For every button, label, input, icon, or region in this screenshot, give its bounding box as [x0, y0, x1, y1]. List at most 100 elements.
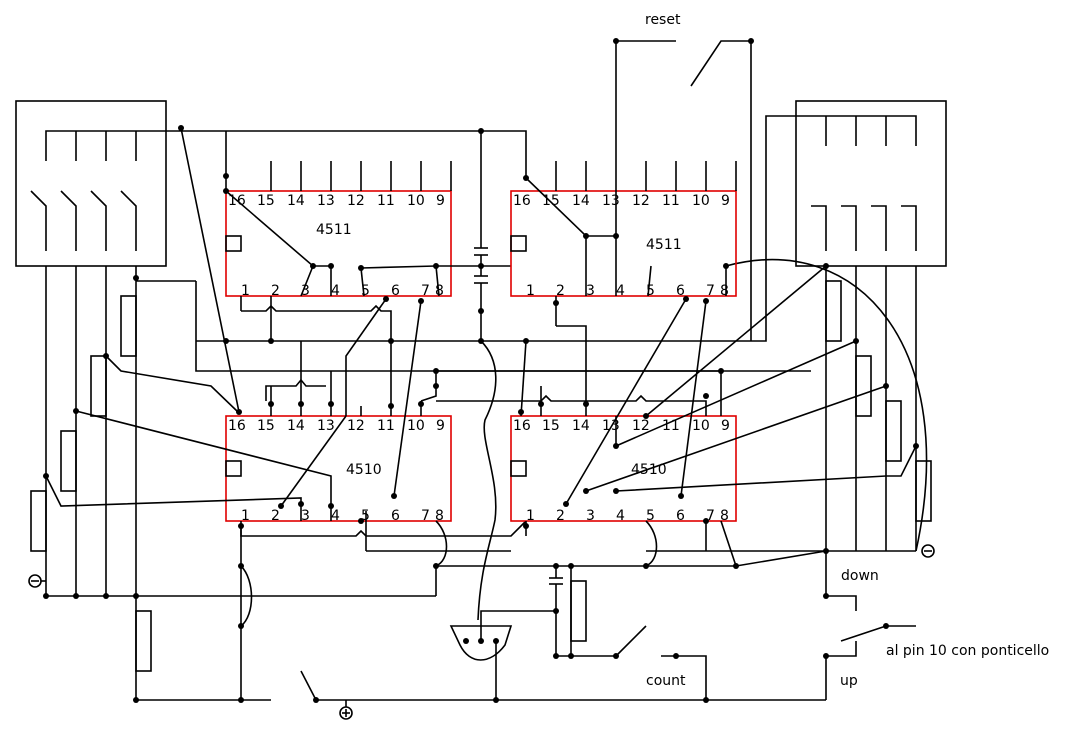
pin-label: 3 — [301, 508, 310, 524]
junction-dot — [388, 338, 394, 344]
pin-label: 1 — [526, 283, 535, 299]
pin-label: 7 — [706, 283, 715, 299]
pin-label: 12 — [347, 193, 365, 209]
pin-label: 3 — [586, 508, 595, 524]
junction-dot — [518, 409, 524, 415]
chip-4510-left: 4 5 10 16 15 14 13 12 11 10 9 1 2 3 4 5 6 … — [45, 127, 527, 700]
pin-label: 6 — [391, 283, 400, 299]
pin-label: 8 — [720, 283, 729, 299]
junction-dot — [178, 125, 184, 131]
junction-dot — [43, 593, 49, 599]
chip-part-label: 4511 — [646, 237, 682, 253]
junction-dot — [733, 563, 739, 569]
buzzer-connector — [449, 610, 556, 700]
junction-dot — [613, 443, 619, 449]
pin-label: 4 — [331, 283, 340, 299]
pin-label: 15 — [542, 418, 560, 434]
junction-dot — [358, 265, 364, 271]
pin-label: 4 — [331, 508, 340, 524]
pin-label: 5 — [646, 283, 655, 299]
junction-dot — [823, 593, 829, 599]
pin-label: 4 — [616, 283, 625, 299]
junction-dot — [298, 401, 304, 407]
pin-label: 9 — [436, 418, 445, 434]
pin-label: 10 — [692, 418, 710, 434]
pin-label: 12 — [347, 418, 365, 434]
pin-label: 10 — [407, 418, 425, 434]
junction-dot — [613, 488, 619, 494]
pin-label: 5 — [361, 283, 370, 299]
junction-dot — [613, 233, 619, 239]
junction-dot — [313, 697, 319, 703]
bottom-pins: 1 2 3 4 5 6 7 8 — [241, 283, 444, 299]
junction-dot — [268, 401, 274, 407]
junction-dot — [238, 563, 244, 569]
count-label: count — [646, 673, 686, 689]
junction-dot — [703, 518, 709, 524]
junction-dot — [238, 697, 244, 703]
junction-dot — [583, 401, 589, 407]
pin-label: 16 — [513, 418, 531, 434]
pin-label: 9 — [721, 418, 730, 434]
junction-dot — [388, 403, 394, 409]
junction-dot — [223, 188, 229, 194]
junction-dot — [433, 368, 439, 374]
pin-label: 5 — [646, 508, 655, 524]
up-down-switch: down up al pin 10 con ponticello — [825, 551, 1049, 700]
junction-dot — [883, 623, 889, 629]
bottom-pins: 1 2 3 4 5 6 7 8 — [526, 508, 729, 524]
pin-label: 8 — [720, 508, 729, 524]
junction-dot — [433, 263, 439, 269]
junction-dot — [236, 409, 242, 415]
junction-dot — [568, 563, 574, 569]
junction-dot — [643, 563, 649, 569]
bottom-pins: 1 2 3 4 5 6 7 8 — [526, 283, 729, 299]
pin-label: 10 — [407, 193, 425, 209]
junction-dot — [563, 501, 569, 507]
junction-dot — [583, 233, 589, 239]
pin-label: 2 — [556, 283, 565, 299]
junction-dot — [103, 353, 109, 359]
pin-label: 4 — [616, 508, 625, 524]
pin-label: 6 — [391, 508, 400, 524]
junction-dot — [103, 593, 109, 599]
junction-dot — [683, 296, 689, 302]
pin-label: 14 — [287, 418, 305, 434]
junction-dot — [718, 368, 724, 374]
pin-label: 12 — [632, 193, 650, 209]
pin-label: 10 — [692, 193, 710, 209]
reset-label: reset — [645, 12, 681, 28]
junction-dot — [223, 173, 229, 179]
pin-label: 15 — [257, 418, 275, 434]
pin-label: 6 — [676, 283, 685, 299]
top-pins: 16 15 14 13 12 11 10 9 — [228, 193, 445, 209]
junction-dot — [433, 563, 439, 569]
junction-dot — [823, 548, 829, 554]
junction-dot — [678, 493, 684, 499]
jumper-note: al pin 10 con ponticello — [886, 643, 1049, 659]
count-switch: count — [615, 625, 707, 700]
pin-label: 7 — [706, 508, 715, 524]
pin-label: 15 — [257, 193, 275, 209]
junction-dot — [493, 697, 499, 703]
junction-dot — [643, 413, 649, 419]
junction-dot — [478, 263, 484, 269]
top-pins: 16 15 14 13 12 11 10 9 — [513, 193, 730, 209]
junction-dot — [133, 697, 139, 703]
junction-dot — [433, 383, 439, 389]
junction-dot — [523, 338, 529, 344]
reset-switch: reset — [616, 12, 752, 341]
pin-label: 16 — [513, 193, 531, 209]
pin-label: 3 — [301, 283, 310, 299]
pin-label: 2 — [271, 283, 280, 299]
pin-label: 11 — [662, 418, 680, 434]
junction-dot — [358, 518, 364, 524]
minus-terminal-left — [28, 574, 46, 588]
pin-label: 3 — [586, 283, 595, 299]
pin-label: 7 — [421, 283, 430, 299]
pin-label: 8 — [435, 283, 444, 299]
junction-dot — [478, 308, 484, 314]
junction-dot — [613, 653, 619, 659]
junction-dot — [391, 493, 397, 499]
plus-terminal — [339, 706, 353, 720]
